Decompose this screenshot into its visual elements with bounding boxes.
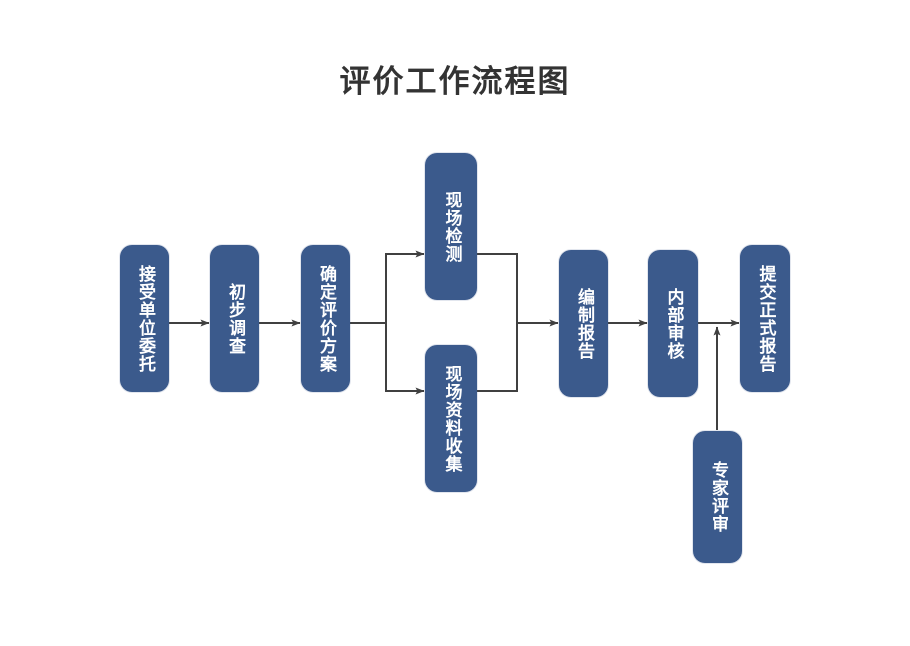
flow-node-onsite-testing[interactable]: 现场检测 (425, 153, 477, 300)
flow-node-label: 编制报告 (574, 287, 595, 360)
flow-node-label: 提交正式报告 (755, 264, 776, 373)
flow-node-define-plan[interactable]: 确定评价方案 (301, 245, 350, 392)
flow-node-label: 确定评价方案 (316, 264, 337, 373)
flow-node-label: 现场检测 (441, 190, 462, 263)
flow-node-accept-commission[interactable]: 接受单位委托 (120, 245, 169, 392)
flow-node-label: 接受单位委托 (135, 264, 156, 373)
flow-node-internal-review[interactable]: 内部审核 (648, 250, 698, 397)
flow-node-onsite-data-collection[interactable]: 现场资料收集 (425, 345, 477, 492)
flow-node-expert-review[interactable]: 专家评审 (693, 431, 742, 563)
flow-node-submit-final-report[interactable]: 提交正式报告 (740, 245, 790, 392)
flow-node-label: 内部审核 (663, 287, 684, 360)
flow-node-label: 初步调查 (225, 282, 246, 355)
page-title: 评价工作流程图 (339, 64, 571, 100)
flow-node-label: 专家评审 (708, 461, 729, 533)
flow-node-compile-report[interactable]: 编制报告 (559, 250, 608, 397)
flow-node-label: 现场资料收集 (441, 364, 462, 473)
flow-node-preliminary-survey[interactable]: 初步调查 (210, 245, 259, 392)
